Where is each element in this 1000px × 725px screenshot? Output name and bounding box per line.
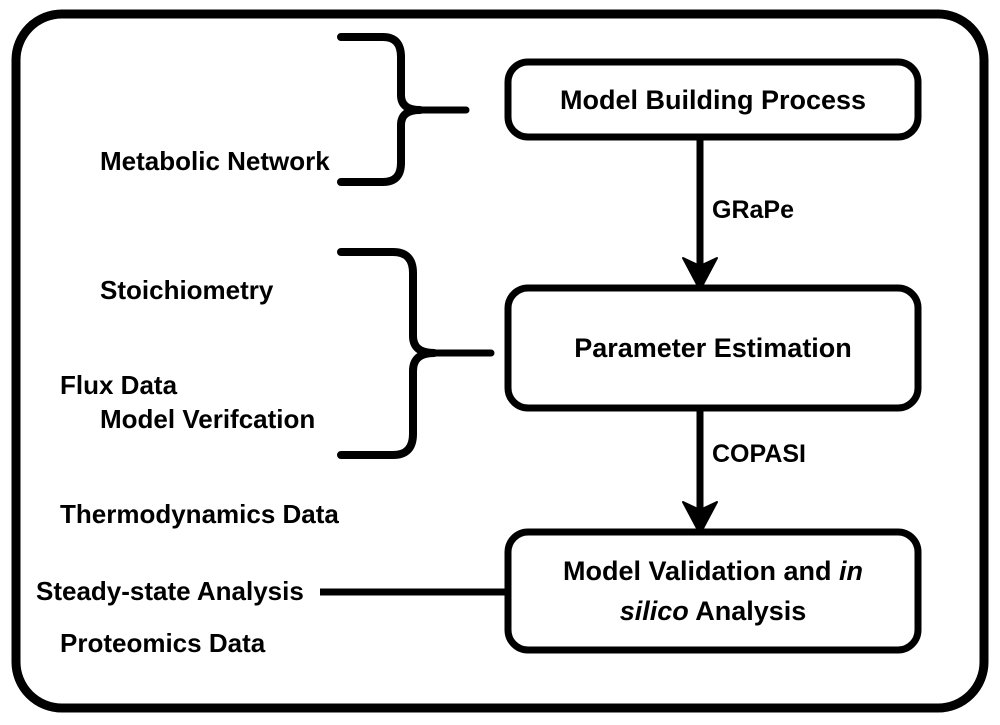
node-label-model-validation: Model Validation and in silico Analysis xyxy=(528,532,898,650)
input-group-parameter-estimation-labels: Flux Data Thermodynamics Data Proteomics… xyxy=(60,278,359,725)
arrowhead-copasi xyxy=(682,501,718,535)
rounded-outer-frame xyxy=(11,9,989,713)
input-label-metabolic-network: Metabolic Network xyxy=(100,146,330,176)
node-label-in-italic: in xyxy=(839,556,864,586)
input-label-thermodynamics-data: Thermodynamics Data xyxy=(60,499,339,529)
input-label-proteomics-data: Proteomics Data xyxy=(60,628,266,658)
input-label-flux-data: Flux Data xyxy=(60,370,178,400)
annotation-label-steady-state-analysis: Steady-state Analysis xyxy=(36,576,304,606)
input-label-stoichiometry: Stoichiometry xyxy=(100,275,274,305)
input-group-model-building-labels: Metabolic Network Stoichiometry Model Ve… xyxy=(100,54,330,527)
node-label-validation-prefix: Model Validation and xyxy=(562,556,840,586)
edge-label-grape: GRaPe xyxy=(712,196,794,224)
node-box-model-building-process[interactable] xyxy=(504,58,922,141)
node-label-model-building-process: Model Building Process xyxy=(559,84,867,115)
node-label-parameter-estimation: Parameter Estimation xyxy=(574,333,852,363)
node-label-model-validation-text: Model Validation and in silico Analysis xyxy=(528,551,898,631)
node-label-validation-suffix: Analysis xyxy=(688,596,807,626)
input-label-model-verification: Model Verifcation xyxy=(100,404,316,434)
node-box-parameter-estimation[interactable] xyxy=(504,284,922,412)
node-label-silico-italic: silico xyxy=(619,596,689,626)
arrowhead-grape xyxy=(682,257,718,291)
edge-label-copasi: COPASI xyxy=(712,440,806,468)
